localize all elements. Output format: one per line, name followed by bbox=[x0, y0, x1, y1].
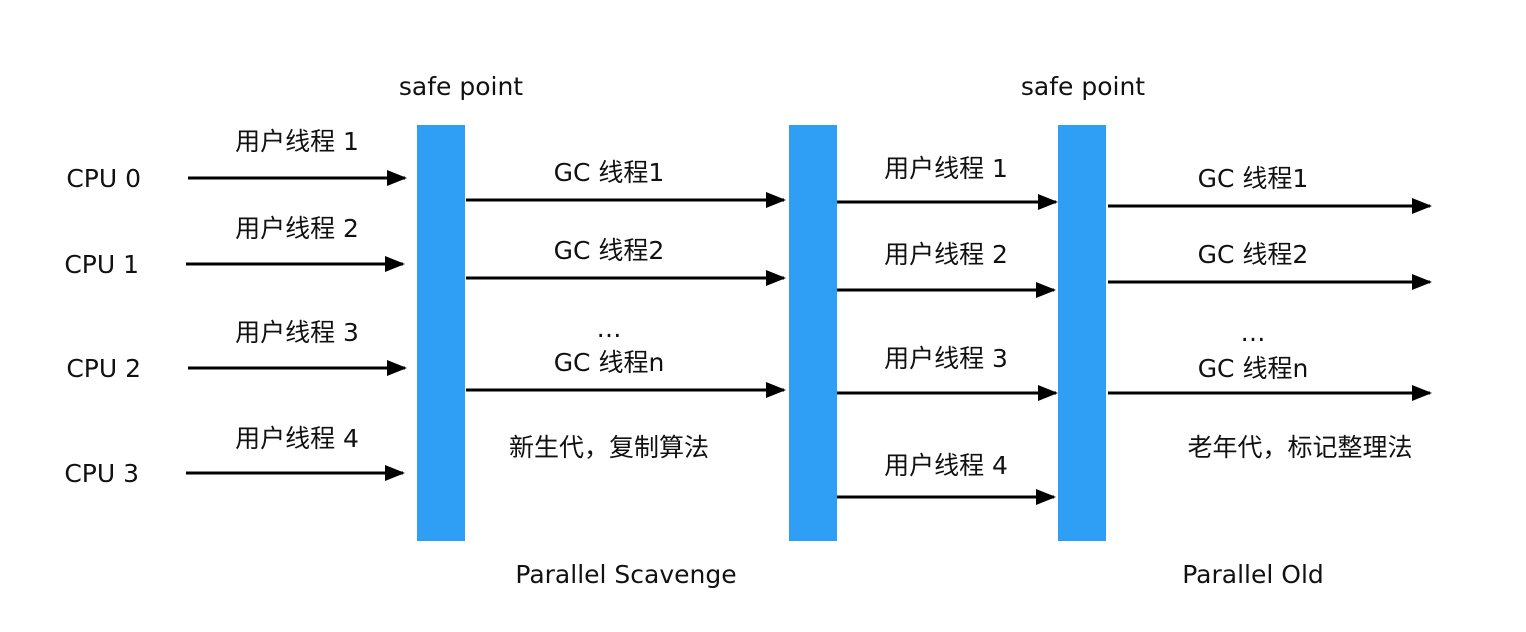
safe-point-bar-1 bbox=[417, 125, 465, 541]
user-thread-label: 用户线程 1 bbox=[884, 154, 1008, 183]
gc-thread-label: GC 线程1 bbox=[1197, 164, 1309, 193]
collector-name: Parallel Old bbox=[1182, 560, 1324, 589]
collector-name: Parallel Scavenge bbox=[515, 560, 737, 589]
gc-thread-ellipsis: … bbox=[596, 314, 622, 343]
user-thread-label: 用户线程 4 bbox=[884, 451, 1008, 480]
gc-thread-label: GC 线程2 bbox=[553, 236, 665, 265]
user-thread-label: 用户线程 3 bbox=[235, 318, 359, 347]
gc-thread-label: GC 线程n bbox=[553, 348, 665, 377]
old-gen-note: 老年代，标记整理法 bbox=[1187, 433, 1413, 462]
user-thread-label: 用户线程 2 bbox=[235, 214, 359, 243]
safe-point-label-2: safe point bbox=[1020, 72, 1146, 101]
cpu-label: CPU 0 bbox=[66, 164, 141, 193]
young-gen-note: 新生代，复制算法 bbox=[508, 433, 710, 462]
gc-thread-label: GC 线程1 bbox=[553, 158, 665, 187]
cpu-label: CPU 2 bbox=[66, 354, 141, 383]
safe-point-bar-2 bbox=[789, 125, 837, 541]
safe-point-label-1: safe point bbox=[398, 72, 524, 101]
user-thread-label: 用户线程 4 bbox=[235, 424, 359, 453]
gc-thread-label: GC 线程2 bbox=[1197, 240, 1309, 269]
cpu-label: CPU 3 bbox=[64, 459, 139, 488]
user-thread-label: 用户线程 3 bbox=[884, 344, 1008, 373]
gc-thread-ellipsis: … bbox=[1240, 318, 1266, 347]
safe-point-bar-3 bbox=[1058, 125, 1106, 541]
user-thread-label: 用户线程 2 bbox=[884, 240, 1008, 269]
cpu-label: CPU 1 bbox=[64, 250, 139, 279]
gc-thread-label: GC 线程n bbox=[1197, 354, 1309, 383]
user-thread-label: 用户线程 1 bbox=[235, 127, 359, 156]
